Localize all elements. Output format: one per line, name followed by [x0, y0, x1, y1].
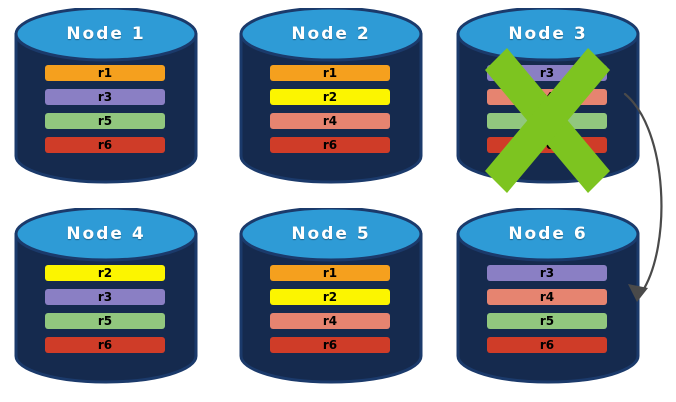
node-4-replica-r5[interactable]: r5: [45, 313, 165, 329]
node-6-replica-r5[interactable]: r5: [487, 313, 607, 329]
node-5-replica-r4[interactable]: r4: [270, 313, 390, 329]
node-6-replica-r3[interactable]: r3: [487, 265, 607, 281]
node-3-replica-r4[interactable]: r4: [487, 89, 607, 105]
node-2-replica-r4[interactable]: r4: [270, 113, 390, 129]
node-4-replica-r6[interactable]: r6: [45, 337, 165, 353]
node-1-replica-r6[interactable]: r6: [45, 137, 165, 153]
node-1-replica-r3[interactable]: r3: [45, 89, 165, 105]
node-3-replica-r5[interactable]: r5: [487, 113, 607, 129]
node-3-replica-r6[interactable]: r6: [487, 137, 607, 153]
node-2-replica-r1[interactable]: r1: [270, 65, 390, 81]
node-1-replica-r1[interactable]: r1: [45, 65, 165, 81]
node-3-replica-r3[interactable]: r3: [487, 65, 607, 81]
node-6-replica-r6[interactable]: r6: [487, 337, 607, 353]
node-2-replica-r2[interactable]: r2: [270, 89, 390, 105]
node-2-replica-r6[interactable]: r6: [270, 137, 390, 153]
node-5-replica-r1[interactable]: r1: [270, 265, 390, 281]
node-5-replica-r2[interactable]: r2: [270, 289, 390, 305]
node-4-replica-r2[interactable]: r2: [45, 265, 165, 281]
node-6-replica-r4[interactable]: r4: [487, 289, 607, 305]
node-5-replica-r6[interactable]: r6: [270, 337, 390, 353]
node-1-replica-r5[interactable]: r5: [45, 113, 165, 129]
node-4-replica-r3[interactable]: r3: [45, 289, 165, 305]
